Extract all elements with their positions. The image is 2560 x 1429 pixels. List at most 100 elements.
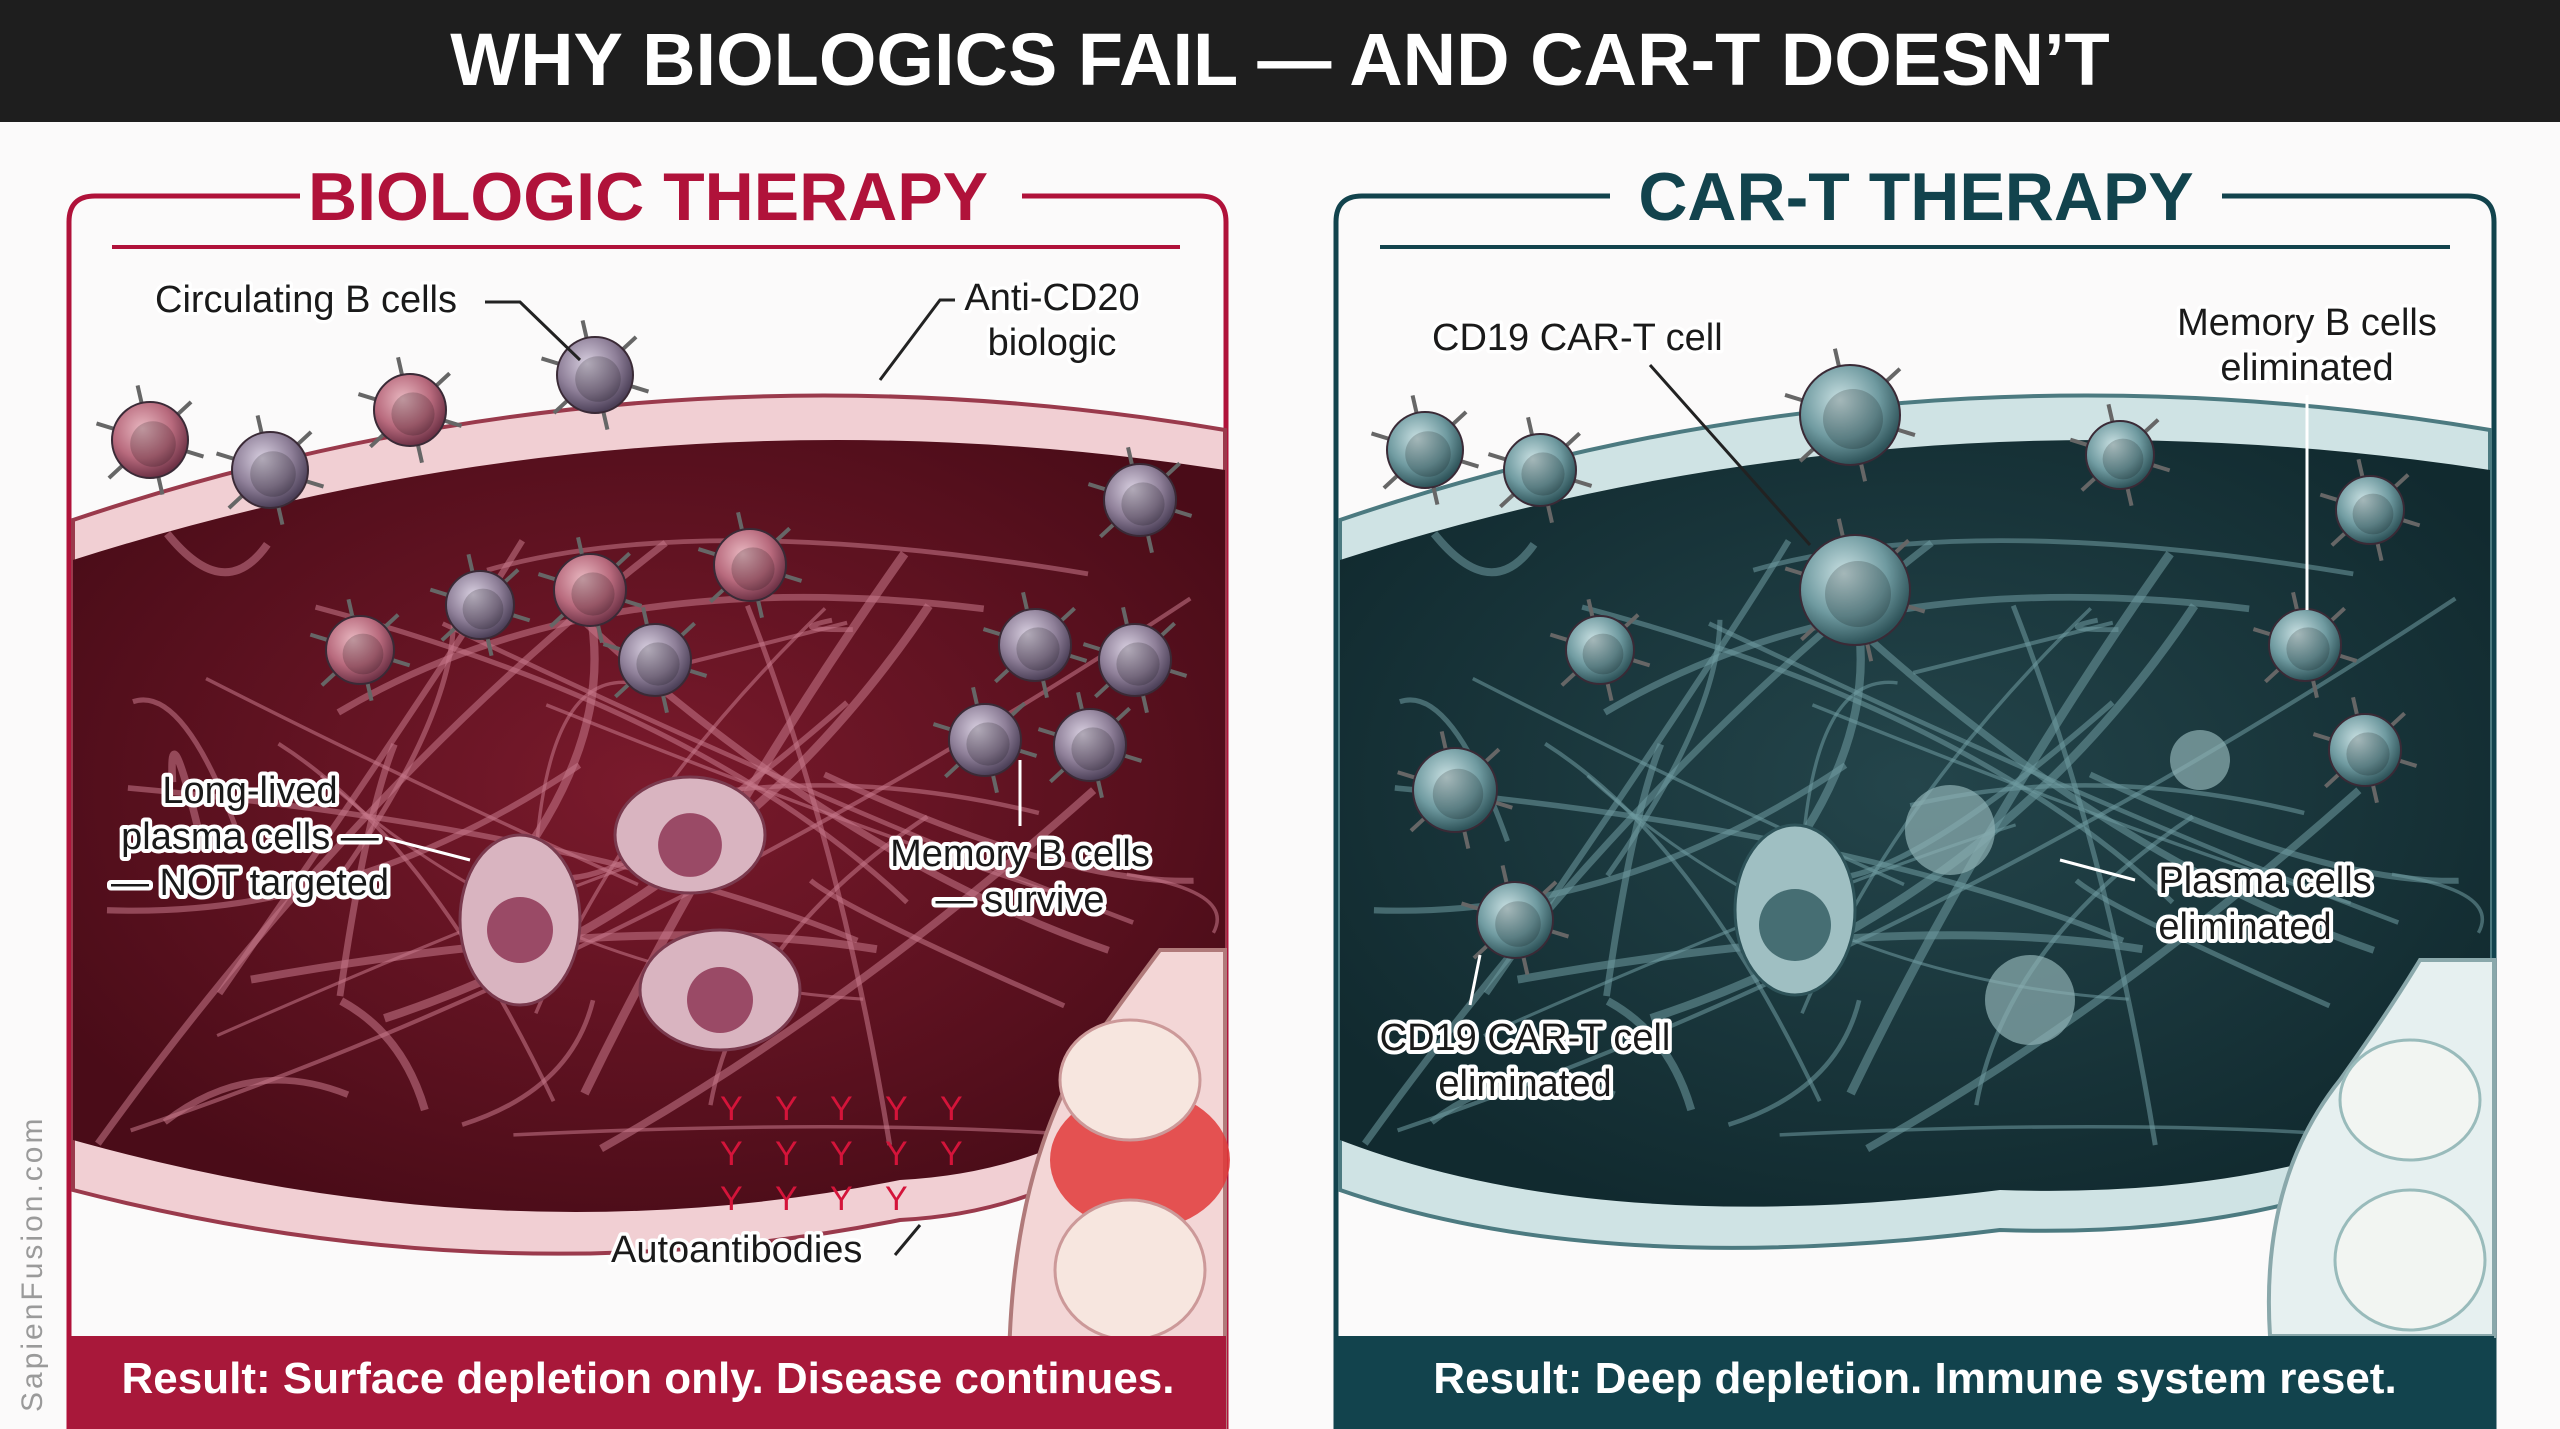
tissue-strand — [1605, 997, 1696, 1112]
tissue-strand — [1800, 680, 1898, 852]
tissue-strand — [1822, 595, 2375, 954]
tissue-strand — [336, 743, 398, 997]
cart-panel: CAR-T THERAPY Result: Deep depletion. Im… — [1333, 159, 2497, 1429]
inflamed-joint-illustration — [1006, 948, 1230, 1429]
label-memory-line1: Memory B cells — [2177, 302, 2437, 344]
autoantibody-icon: Y — [830, 1135, 853, 1173]
panel-heading: BIOLOGIC THERAPY — [308, 159, 988, 235]
tissue-strand — [250, 931, 878, 984]
autoantibody-icon: Y — [775, 1090, 798, 1128]
tissue-strand — [277, 742, 556, 1103]
plasma-cell-nucleus — [658, 813, 722, 877]
autoantibody-icon: Y — [775, 1180, 798, 1218]
label-cart-elim-line2: eliminated — [1438, 1063, 1611, 1105]
title-bar — [0, 0, 2560, 122]
tissue-strand — [1516, 931, 2144, 984]
tissue-strand — [1429, 1076, 1616, 1125]
tissue-strand — [2074, 878, 2331, 1009]
label-plasma-line1: Plasma cells — [2158, 860, 2371, 902]
label-anti-cd20-line1: Anti-CD20 — [964, 277, 1139, 319]
label-plasma-line2: plasma cells — — [121, 816, 379, 858]
label-circulating-b-cells: Circulating B cells — [155, 279, 457, 321]
tissue-strand — [1846, 551, 2174, 1096]
panel-heading: CAR-T THERAPY — [1638, 159, 2193, 235]
label-autoantibodies: Autoantibodies — [611, 1229, 862, 1271]
tissue-strand — [132, 697, 244, 842]
fragmented-cell — [1985, 955, 2075, 1045]
tissue-strand — [106, 762, 582, 914]
fragmented-cell — [1905, 785, 1995, 875]
label-memory-line2: — survive — [936, 879, 1105, 921]
watermark: SapienFusion.com — [16, 1116, 49, 1412]
t-or-b-cell — [1397, 731, 1513, 849]
b-cell — [1037, 691, 1143, 799]
tissue-strand — [1603, 743, 1665, 997]
tissue-strand — [2074, 617, 2119, 633]
t-or-b-cell — [1784, 518, 1926, 662]
t-or-b-cell — [2312, 696, 2418, 804]
t-or-b-cell — [1784, 348, 1916, 482]
t-or-b-cell — [2319, 458, 2421, 562]
label-cart-cell: CD19 CAR-T cell — [1432, 317, 1723, 359]
b-cell — [1082, 606, 1188, 714]
autoantibody-icon: Y — [885, 1180, 908, 1218]
tissue-strand — [339, 997, 429, 1112]
plasma-cell-nucleus — [1759, 889, 1831, 961]
label-plasma-line1: Long-lived — [162, 770, 337, 812]
label-anti-cd20-line2: biologic — [988, 322, 1117, 364]
autoantibody-icon: Y — [885, 1135, 908, 1173]
tissue-strand — [534, 680, 632, 852]
b-cell — [982, 591, 1088, 699]
tissue-strand — [1430, 531, 1538, 577]
autoantibody-icon: Y — [940, 1135, 963, 1173]
result-text: Result: Surface depletion only. Disease … — [122, 1354, 1175, 1403]
b-cell — [602, 606, 708, 714]
b-cell — [95, 384, 205, 496]
autoantibody-icon: Y — [830, 1090, 853, 1128]
t-or-b-cell — [2252, 591, 2358, 699]
autoantibody-icon: Y — [830, 1180, 853, 1218]
autoantibody-icon: Y — [775, 1135, 798, 1173]
label-memory-line1: Memory B cells — [890, 833, 1150, 875]
b-cell — [697, 511, 803, 619]
autoantibody-icon: Y — [720, 1180, 743, 1218]
t-or-b-cell — [1549, 598, 1651, 702]
tissue-strand — [808, 878, 1066, 1009]
page-title: WHY BIOLOGICS FAIL — AND CAR-T DOESN’T — [450, 18, 2110, 101]
b-cell — [932, 686, 1038, 794]
tissue-strand — [1544, 742, 1822, 1103]
tissue-strand — [168, 750, 203, 832]
label-plasma-line3: — NOT targeted — [111, 862, 389, 904]
tissue-strand — [164, 531, 271, 577]
t-or-b-cell — [2069, 403, 2171, 507]
tissue-strand — [513, 1124, 1095, 1138]
b-cell — [215, 414, 325, 526]
tissue-strand — [1779, 1124, 2361, 1138]
tissue-strand — [2010, 604, 2158, 1146]
tissue-strand — [1974, 814, 2194, 1106]
result-banner — [1336, 1336, 2494, 1429]
autoantibody-icon: Y — [885, 1090, 908, 1128]
b-cell — [429, 553, 531, 657]
tissue-strand — [745, 604, 893, 1146]
tissue-strand — [441, 621, 1134, 925]
result-text: Result: Deep depletion. Immune system re… — [1433, 1354, 2396, 1403]
result-banner — [69, 1336, 1226, 1429]
panel-frame — [1333, 193, 1610, 1429]
tissue-strand — [1396, 596, 2457, 1133]
b-cell — [1087, 446, 1193, 554]
tissue-strand — [314, 604, 909, 905]
b-cell — [537, 536, 643, 644]
tissue-strand — [130, 596, 1192, 1133]
tissue-strand — [809, 617, 853, 633]
plasma-cell-nucleus — [487, 897, 553, 963]
b-cell — [309, 598, 411, 702]
plasma-cell-nucleus — [687, 967, 753, 1033]
fragmented-cell — [2170, 730, 2230, 790]
label-plasma-line2: eliminated — [2158, 906, 2331, 948]
healthy-joint-illustration — [2266, 958, 2496, 1338]
tissue-strand — [2088, 771, 2459, 884]
tissue-strand — [162, 1076, 350, 1125]
